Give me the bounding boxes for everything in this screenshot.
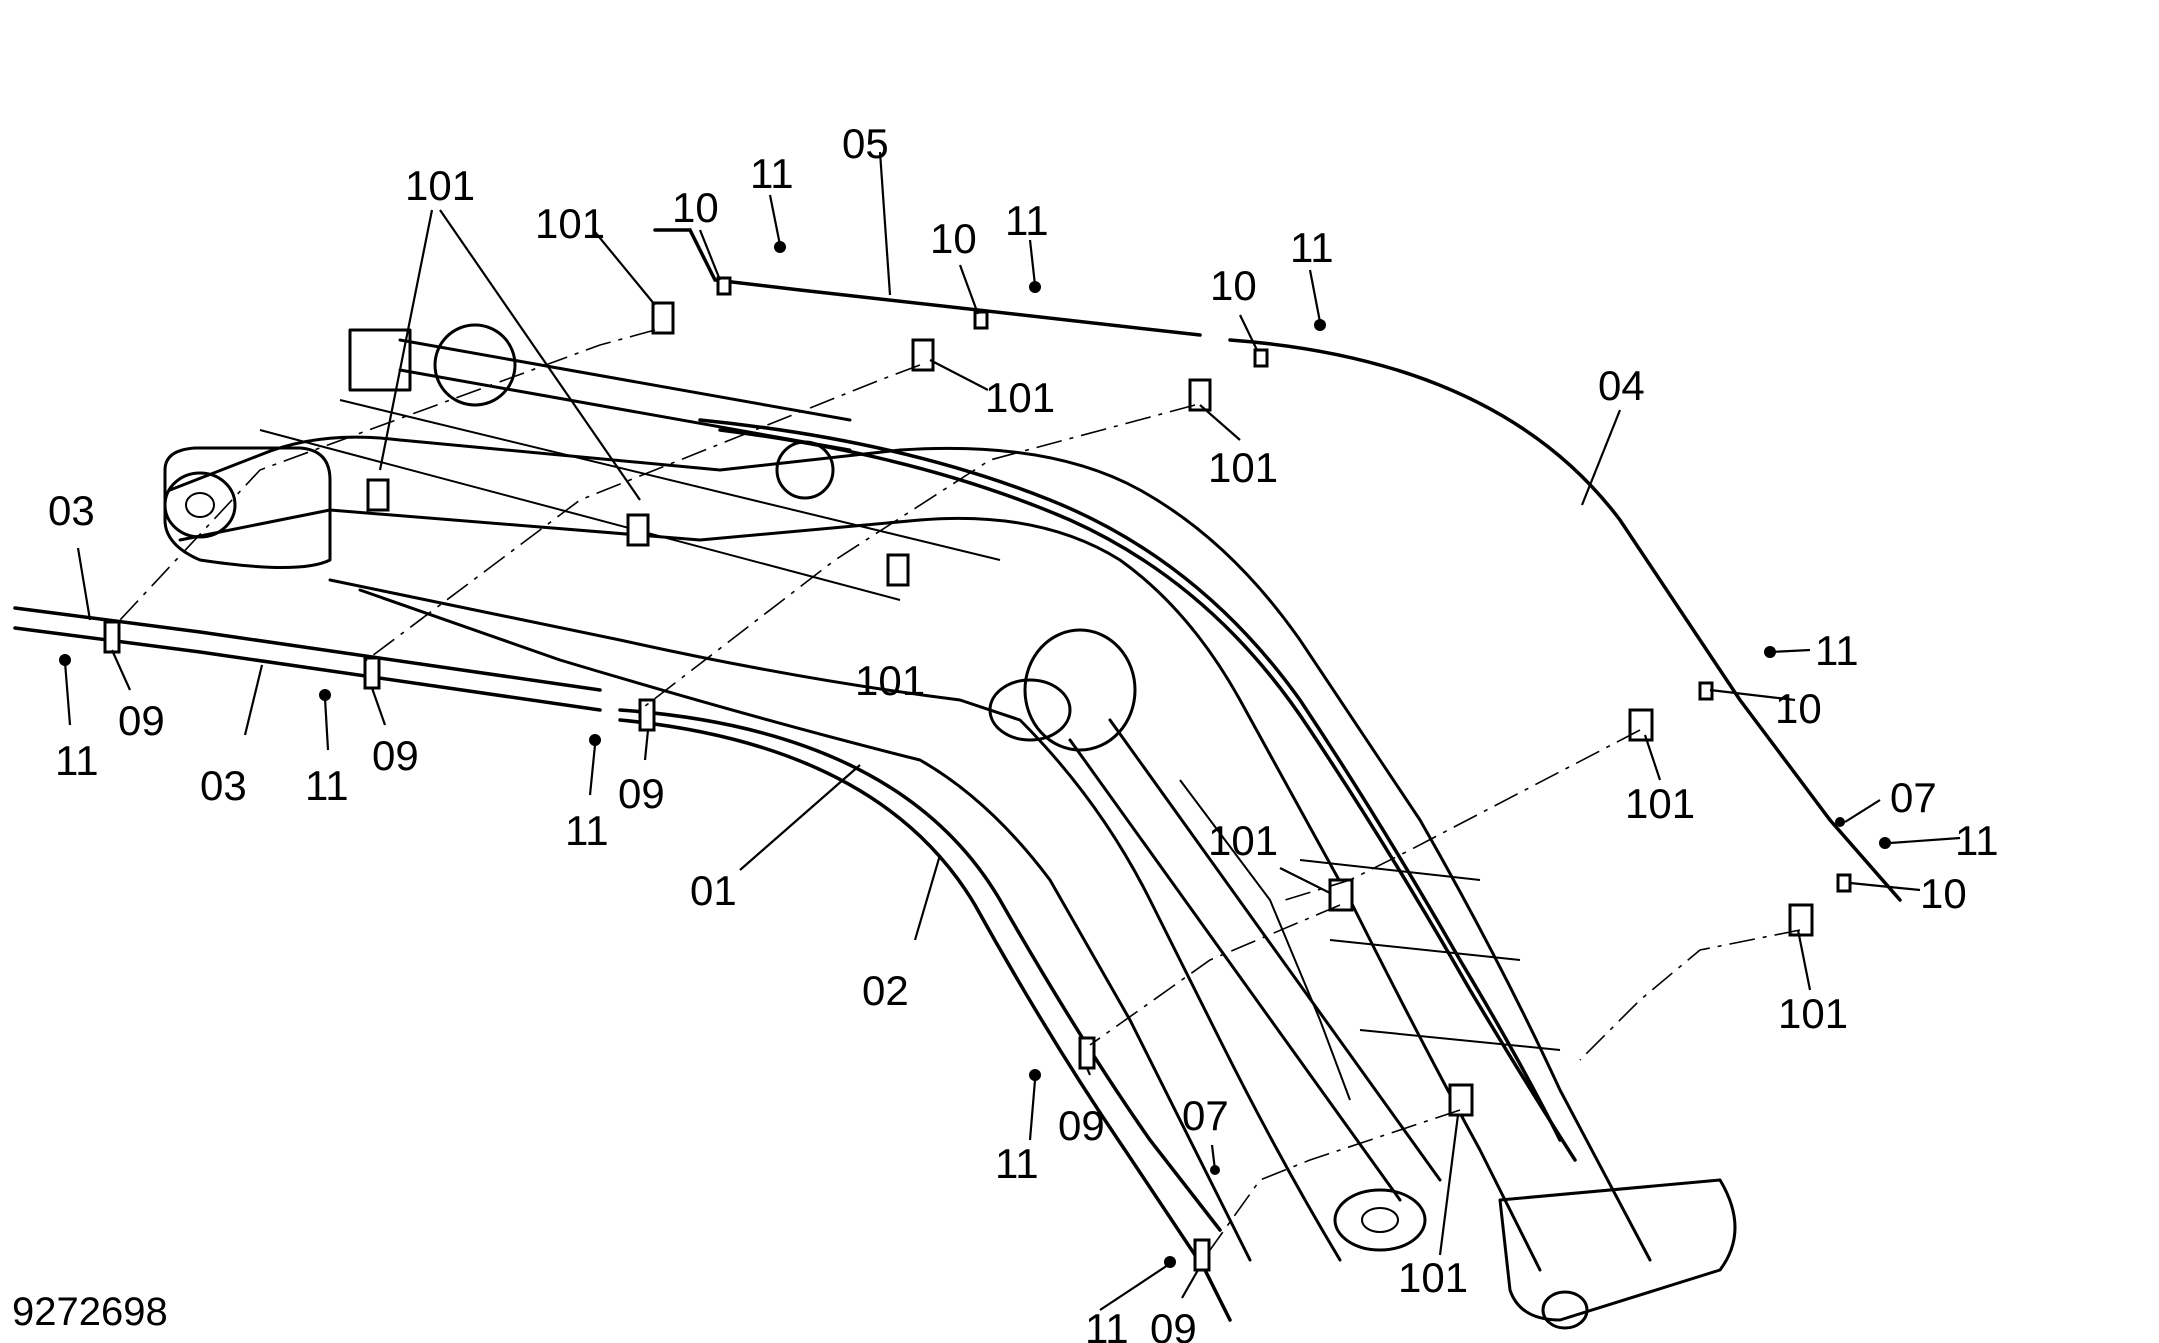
part-labels: 01 02 03 03 04 05 07 07 09 09 09 09 09 1… (48, 120, 1999, 1343)
label-09: 09 (1058, 1102, 1105, 1149)
clamp-09 (103, 620, 121, 654)
label-05: 05 (842, 120, 889, 167)
label-101: 101 (535, 200, 605, 247)
drawing-id: 9272698 (12, 1290, 168, 1334)
label-02: 02 (862, 967, 909, 1014)
label-10: 10 (1775, 685, 1822, 732)
clamp-101 (1788, 903, 1814, 937)
label-09: 09 (1150, 1305, 1197, 1343)
clamp-09 (363, 656, 381, 690)
pipe-05 (653, 228, 1202, 337)
leader-lines (63, 151, 1961, 1311)
label-101: 101 (1398, 1254, 1468, 1301)
label-11: 11 (750, 150, 794, 197)
label-11: 11 (1085, 1305, 1129, 1343)
clamp-09 (1078, 1036, 1096, 1070)
clamp-101 (1328, 878, 1354, 912)
label-09: 09 (118, 697, 165, 744)
label-101: 101 (1778, 990, 1848, 1037)
clamps (59, 241, 1891, 1272)
label-101: 101 (1208, 444, 1278, 491)
clamp-101 (1188, 378, 1212, 412)
label-01: 01 (690, 867, 737, 914)
label-101: 101 (1208, 817, 1278, 864)
label-09: 09 (618, 770, 665, 817)
label-101: 101 (1625, 780, 1695, 827)
label-11: 11 (1005, 197, 1049, 244)
clamp-101 (1448, 1083, 1474, 1117)
label-11: 11 (1290, 224, 1334, 271)
boom-structure (163, 323, 1737, 1330)
clamp-10 (1253, 348, 1269, 368)
pipe-04 (1228, 338, 1902, 902)
label-10: 10 (1920, 870, 1967, 917)
pipe-03-lower (13, 626, 602, 712)
label-07: 07 (1890, 774, 1937, 821)
label-11: 11 (1815, 627, 1859, 674)
label-10: 10 (672, 184, 719, 231)
clamp-101 (366, 478, 390, 512)
label-11: 11 (55, 737, 99, 784)
label-07: 07 (1182, 1092, 1229, 1139)
label-10: 10 (930, 215, 977, 262)
pipe-02 (618, 718, 1232, 1322)
clamp-101 (886, 553, 910, 587)
clamp-101 (651, 301, 675, 335)
label-09: 09 (372, 732, 419, 779)
clamp-10 (1836, 873, 1852, 893)
label-11: 11 (995, 1140, 1039, 1187)
label-03: 03 (48, 487, 95, 534)
label-101: 101 (405, 162, 475, 209)
clamp-10 (716, 276, 732, 296)
clamp-101 (911, 338, 935, 372)
label-101: 101 (985, 374, 1055, 421)
label-11: 11 (305, 762, 349, 809)
clamp-09 (1193, 1238, 1211, 1272)
pipe-03-upper (13, 606, 602, 692)
label-03: 03 (200, 762, 247, 809)
clamp-101 (626, 513, 650, 547)
label-101: 101 (855, 657, 925, 704)
phantom-lines (119, 329, 1801, 1251)
label-11: 11 (1955, 817, 1999, 864)
label-10: 10 (1210, 262, 1257, 309)
label-04: 04 (1598, 362, 1645, 409)
clamp-10 (973, 310, 989, 330)
pipe-assemblies (13, 228, 1902, 1322)
pipe-01 (618, 708, 1222, 1232)
clamp-101 (1628, 708, 1654, 742)
label-11: 11 (565, 807, 609, 854)
